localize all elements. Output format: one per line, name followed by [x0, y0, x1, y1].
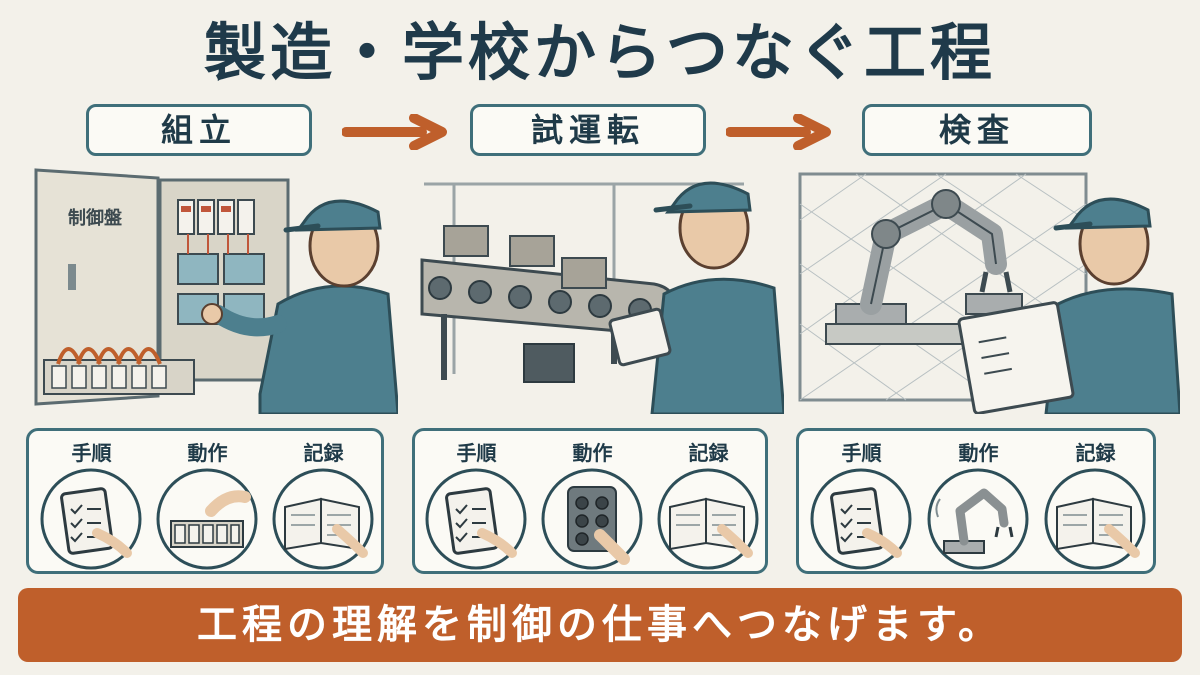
button-panel-icon — [541, 468, 643, 570]
page-title: 製造・学校からつなぐ工程 — [203, 16, 996, 89]
info-label-procedure: 手順 — [456, 441, 497, 465]
step-label-inspection: 検査 — [862, 104, 1092, 156]
info-item-record: 記録 — [651, 431, 766, 577]
control-panel-sign: 制御盤 — [68, 208, 122, 229]
info-label-operation: 動作 — [187, 441, 228, 465]
illustration-inspection — [796, 164, 1180, 414]
clipboard-checklist-icon — [810, 468, 912, 570]
info-box-test-run: 手順 動作 記録 — [412, 428, 768, 574]
notebook-writing-icon — [1044, 468, 1146, 570]
summary-banner: 工程の理解を制御の仕事へつなげます。 — [18, 588, 1182, 662]
conveyor-illustration — [420, 181, 784, 414]
info-label-record: 記録 — [1075, 441, 1116, 465]
info-item-procedure: 手順 — [34, 431, 149, 577]
robot-arm-icon — [927, 468, 1029, 570]
illustration-assembly: 制御盤 — [28, 164, 398, 414]
notebook-writing-icon — [272, 468, 374, 570]
info-item-procedure: 手順 — [419, 431, 534, 577]
clipboard-checklist-icon — [425, 468, 527, 570]
arrow-right-icon — [342, 114, 447, 150]
clipboard-checklist-icon — [40, 468, 142, 570]
terminal-block-icon — [156, 468, 258, 570]
info-label-record: 記録 — [688, 441, 729, 465]
info-box-inspection: 手順 動作 記録 — [796, 428, 1156, 574]
info-item-procedure: 手順 — [804, 431, 919, 577]
info-item-operation: 動作 — [921, 431, 1036, 577]
info-item-operation: 動作 — [150, 431, 265, 577]
control-panel-illustration — [34, 168, 398, 414]
robot-cell-illustration — [798, 172, 1180, 414]
info-label-operation: 動作 — [958, 441, 999, 465]
notebook-writing-icon — [657, 468, 759, 570]
info-item-operation: 動作 — [535, 431, 650, 577]
info-item-record: 記録 — [1038, 431, 1153, 577]
info-label-operation: 動作 — [572, 441, 613, 465]
info-box-assembly: 手順 動作 記録 — [26, 428, 384, 574]
arrow-right-icon — [726, 114, 831, 150]
info-label-procedure: 手順 — [71, 441, 112, 465]
step-label-test-run: 試運転 — [470, 104, 706, 156]
info-label-record: 記録 — [303, 441, 344, 465]
illustration-test-run — [414, 164, 784, 414]
info-label-procedure: 手順 — [841, 441, 882, 465]
step-label-assembly: 組立 — [86, 104, 312, 156]
info-item-record: 記録 — [266, 431, 381, 577]
